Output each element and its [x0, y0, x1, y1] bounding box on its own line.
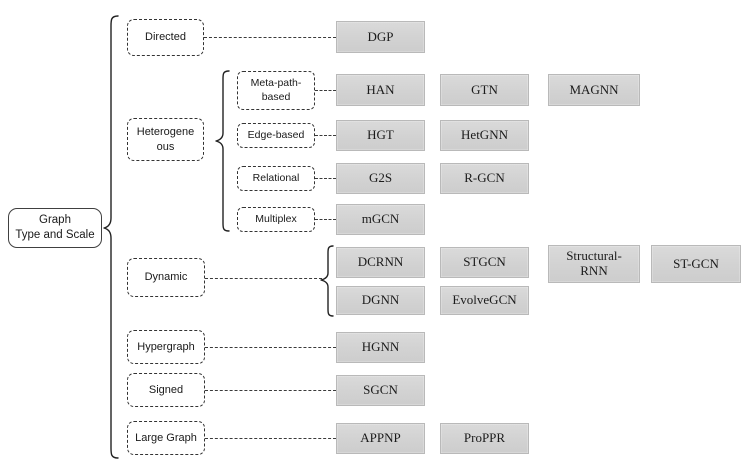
model-label-gtn: GTN	[471, 81, 498, 97]
model-box-appnp[interactable]: APPNP	[336, 423, 425, 454]
subcategory-node-multiplex[interactable]: Multiplex	[237, 207, 315, 232]
model-label-dcrnn: DCRNN	[357, 254, 404, 270]
subcategory-label-meta-path-based-line1: Meta-path-	[250, 76, 302, 89]
category-node-directed[interactable]: Directed	[127, 19, 204, 56]
model-label-mgcn: mGCN	[361, 211, 400, 227]
connector-directed-to-models	[204, 37, 336, 38]
model-box-dcrnn[interactable]: DCRNN	[336, 247, 425, 278]
category-label-dynamic: Dynamic	[144, 271, 188, 284]
model-label-magnn: MAGNN	[569, 81, 619, 97]
model-label-structural-rnn-line1: Structural-	[566, 248, 622, 264]
main-brace	[103, 15, 119, 459]
connector-dynamic-to-models	[205, 278, 322, 279]
subcategory-node-meta-path-based[interactable]: Meta-path- based	[237, 71, 315, 110]
model-box-structural-rnn[interactable]: Structural- RNN	[548, 245, 640, 283]
root-node-label-line1: Graph	[39, 214, 71, 227]
model-label-hgnn: HGNN	[361, 339, 400, 355]
dynamic-row-brace	[320, 245, 334, 317]
category-label-heterogeneous-line2: ous	[156, 140, 175, 153]
root-node-graph-type-and-scale: Graph Type and Scale	[8, 208, 102, 248]
connector-edge-based-to-models	[315, 135, 336, 136]
heterogeneous-sub-brace	[215, 70, 230, 232]
category-node-signed[interactable]: Signed	[127, 373, 205, 407]
connector-hypergraph-to-models	[205, 347, 336, 348]
subcategory-label-relational: Relational	[252, 171, 300, 184]
model-box-g2s[interactable]: G2S	[336, 163, 425, 194]
model-box-gtn[interactable]: GTN	[440, 74, 529, 106]
category-label-hypergraph: Hypergraph	[137, 340, 195, 353]
model-label-dgnn: DGNN	[361, 292, 400, 308]
model-box-dgnn[interactable]: DGNN	[336, 286, 425, 315]
connector-multiplex-to-models	[315, 219, 336, 220]
model-label-st-gcn: ST-GCN	[673, 255, 719, 271]
model-label-sgcn: SGCN	[363, 382, 398, 398]
model-box-hetgnn[interactable]: HetGNN	[440, 120, 529, 151]
model-label-evolvegcn: EvolveGCN	[452, 292, 517, 308]
category-node-large-graph[interactable]: Large Graph	[127, 421, 205, 455]
model-box-evolvegcn[interactable]: EvolveGCN	[440, 286, 529, 315]
model-box-stgcn[interactable]: STGCN	[440, 247, 529, 278]
connector-signed-to-models	[205, 390, 336, 391]
category-node-hypergraph[interactable]: Hypergraph	[127, 330, 205, 364]
model-label-dgp: DGP	[367, 28, 394, 44]
model-label-hetgnn: HetGNN	[461, 127, 508, 143]
model-label-proppr: ProPPR	[463, 430, 506, 446]
root-node-label-line2: Type and Scale	[15, 229, 95, 241]
model-box-mgcn[interactable]: mGCN	[336, 204, 425, 235]
category-label-signed: Signed	[148, 383, 184, 396]
model-label-g2s: G2S	[368, 170, 393, 186]
model-box-st-gcn[interactable]: ST-GCN	[651, 245, 741, 283]
model-box-magnn[interactable]: MAGNN	[548, 74, 640, 106]
model-label-appnp: APPNP	[360, 430, 401, 446]
connector-large-graph-to-models	[205, 438, 336, 439]
subcategory-label-multiplex: Multiplex	[255, 212, 297, 225]
model-label-structural-rnn-line2: RNN	[580, 263, 608, 278]
subcategory-node-edge-based[interactable]: Edge-based	[237, 123, 315, 148]
model-box-dgp[interactable]: DGP	[336, 21, 425, 53]
model-box-sgcn[interactable]: SGCN	[336, 375, 425, 406]
model-box-r-gcn[interactable]: R-GCN	[440, 163, 529, 194]
connector-meta-path-based-to-models	[315, 90, 336, 91]
model-label-stgcn: STGCN	[463, 254, 506, 270]
subcategory-label-edge-based: Edge-based	[247, 128, 305, 141]
model-label-han: HAN	[366, 81, 395, 97]
connector-relational-to-models	[315, 178, 336, 179]
category-label-large-graph: Large Graph	[135, 431, 197, 444]
subcategory-label-meta-path-based-line2: based	[261, 90, 291, 103]
model-label-r-gcn: R-GCN	[464, 170, 505, 186]
category-label-heterogeneous-line1: Heterogene	[136, 126, 195, 139]
model-label-hgt: HGT	[367, 127, 394, 143]
model-box-hgt[interactable]: HGT	[336, 120, 425, 151]
category-node-heterogeneous[interactable]: Heterogene ous	[127, 118, 204, 161]
subcategory-node-relational[interactable]: Relational	[237, 166, 315, 191]
model-box-proppr[interactable]: ProPPR	[440, 423, 529, 454]
category-label-directed: Directed	[145, 31, 186, 44]
model-box-han[interactable]: HAN	[336, 74, 425, 106]
model-box-hgnn[interactable]: HGNN	[336, 332, 425, 363]
category-node-dynamic[interactable]: Dynamic	[127, 258, 205, 297]
